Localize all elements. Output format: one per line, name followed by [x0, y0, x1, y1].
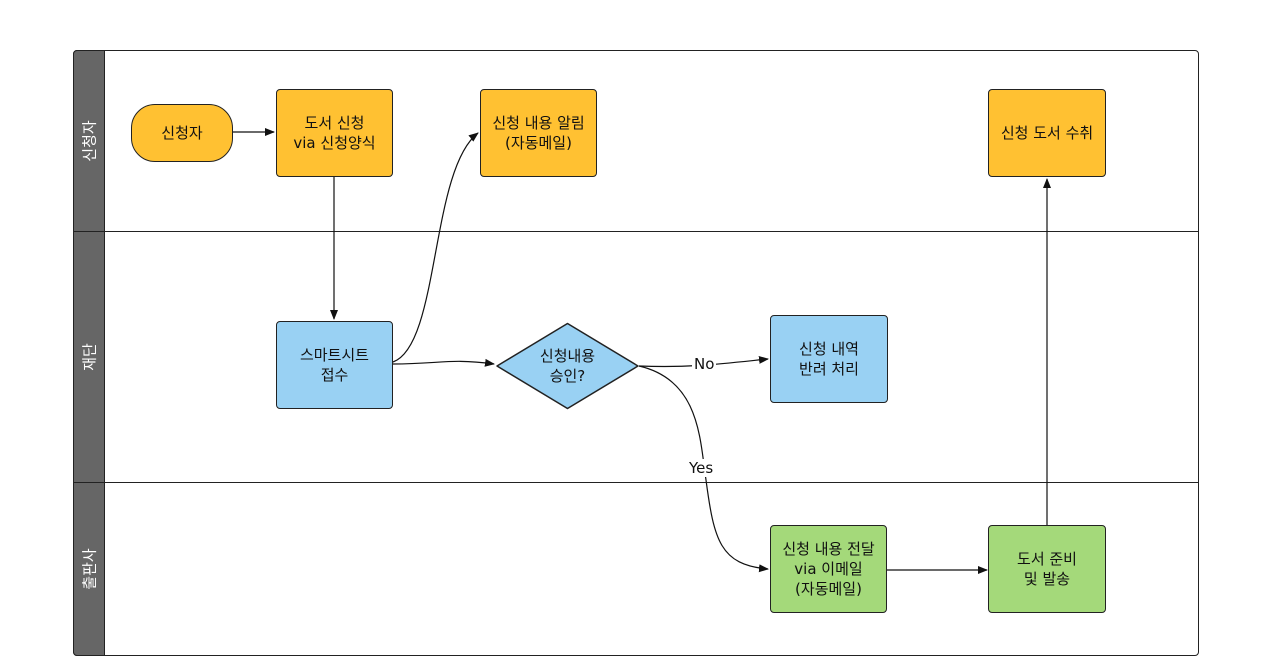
node-applicant-text: 신청자: [161, 124, 203, 142]
node-book-receive[interactable]: 신청 도서 수취: [988, 89, 1106, 177]
node-book-receive-text: 신청 도서 수취: [1000, 124, 1094, 142]
edge-decision-to-forward: [638, 365, 769, 573]
edge-smartsheet-to-decision: [392, 358, 495, 367]
node-approval-decision[interactable]: 신청내용 승인?: [495, 322, 640, 410]
lane-divider-2: [105, 482, 1199, 483]
node-reject[interactable]: 신청 내역 반려 처리: [770, 315, 888, 403]
lane-divider-1: [105, 231, 1199, 232]
lane-header-applicant: 신청자: [73, 50, 105, 232]
node-applicant[interactable]: 신청자: [131, 104, 233, 162]
node-book-request[interactable]: 도서 신청 via 신청양식: [276, 89, 393, 177]
edge-label-yes: Yes: [687, 459, 716, 477]
node-request-notice-text: 신청 내용 알림 (자동메일): [492, 114, 585, 152]
lane-header-publisher: 출판사: [73, 482, 105, 656]
node-reject-text: 신청 내역 반려 처리: [799, 340, 859, 378]
node-smartsheet-receipt-text: 스마트시트 접수: [299, 346, 369, 384]
node-approval-decision-text: 신청내용 승인?: [539, 347, 596, 385]
edge-smartsheet-to-notice: [392, 132, 479, 363]
decision-diamond-shape: [496, 322, 639, 410]
edge-label-no: No: [692, 355, 717, 373]
node-request-notice[interactable]: 신청 내용 알림 (자동메일): [480, 89, 597, 177]
node-forward-request[interactable]: 신청 내용 전달 via 이메일 (자동메일): [770, 525, 887, 613]
node-prepare-ship-text: 도서 준비 및 발송: [1017, 550, 1077, 588]
node-forward-request-text: 신청 내용 전달 via 이메일 (자동메일): [782, 540, 875, 598]
node-prepare-ship[interactable]: 도서 준비 및 발송: [988, 525, 1106, 613]
node-smartsheet-receipt[interactable]: 스마트시트 접수: [276, 321, 393, 409]
node-book-request-text: 도서 신청 via 신청양식: [293, 114, 376, 152]
